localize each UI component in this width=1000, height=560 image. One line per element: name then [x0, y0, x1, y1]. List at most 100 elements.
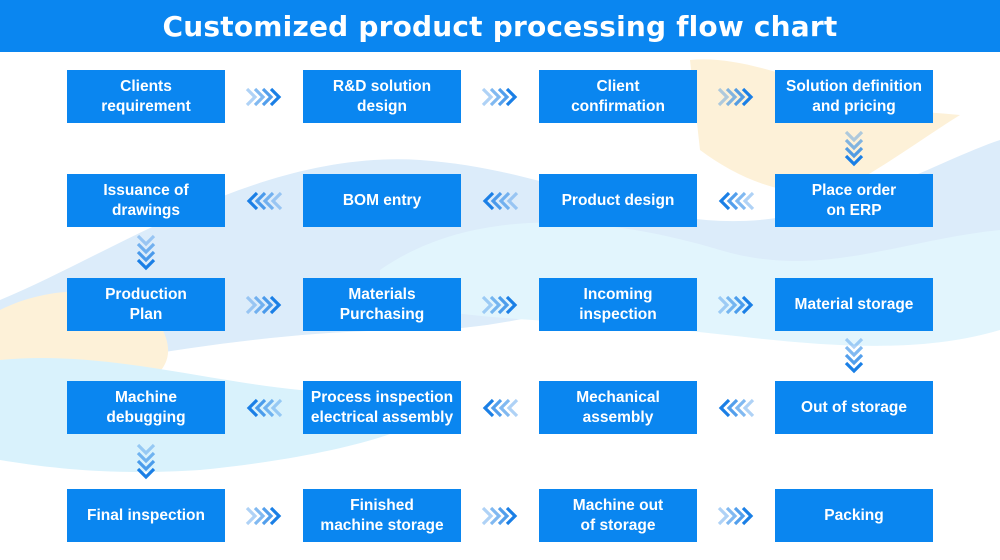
chevron-mark [254, 191, 267, 210]
arrow-right-icon [715, 294, 757, 321]
chevron-mark [261, 295, 274, 314]
arrow-right-icon [715, 505, 757, 532]
chevron-mark [245, 506, 258, 525]
chevron-mark [261, 87, 274, 106]
chevron-mark [481, 506, 494, 525]
chevron-mark [734, 398, 747, 417]
chevron-mark [481, 87, 494, 106]
chevron-mark [844, 130, 864, 142]
flow-step: Material storage [775, 278, 933, 331]
flow-step: Machine debugging [67, 381, 225, 434]
chevron-mark [844, 146, 864, 158]
chevron-mark [734, 191, 747, 210]
chevron-mark [498, 191, 511, 210]
chevron-mark [489, 295, 502, 314]
flow-step: Finished machine storage [303, 489, 461, 542]
arrow-left-icon [479, 190, 521, 217]
chevron-mark [844, 345, 864, 358]
flow-step: BOM entry [303, 174, 461, 227]
flow-step: Place order on ERP [775, 174, 933, 227]
title-bar: Customized product processing flow chart [0, 0, 1000, 52]
chevron-mark [506, 191, 519, 210]
arrow-down-icon [843, 128, 865, 175]
page-title: Customized product processing flow chart [162, 9, 838, 43]
arrow-left-icon [715, 190, 757, 217]
chevron-mark [481, 295, 494, 314]
arrow-right-icon [479, 86, 521, 113]
arrow-right-icon [243, 86, 285, 113]
chevron-mark [269, 506, 282, 525]
chevron-mark [262, 398, 275, 417]
chevron-mark [726, 398, 739, 417]
chevron-mark [844, 154, 864, 166]
chevron-mark [717, 295, 730, 314]
flow-step: Client confirmation [539, 70, 697, 123]
chevron-mark [490, 191, 503, 210]
chevron-mark [725, 295, 738, 314]
chevron-mark [253, 506, 266, 525]
arrow-right-icon [243, 505, 285, 532]
chevron-mark [717, 506, 730, 525]
chevron-mark [741, 87, 754, 106]
chevron-mark [718, 191, 731, 210]
arrow-right-icon [715, 86, 757, 113]
chevron-mark [136, 451, 156, 463]
chevron-mark [725, 87, 738, 106]
chevron-mark [742, 191, 755, 210]
flow-step: Machine out of storage [539, 489, 697, 542]
flow-step: R&D solution design [303, 70, 461, 123]
arrow-down-icon [135, 441, 157, 488]
chevron-mark [725, 506, 738, 525]
chevron-mark [844, 337, 864, 350]
chevron-mark [136, 250, 156, 262]
flow-step: Final inspection [67, 489, 225, 542]
wave-yellow-top [690, 59, 960, 193]
flow-step: Incoming inspection [539, 278, 697, 331]
flow-step: Production Plan [67, 278, 225, 331]
chevron-mark [489, 87, 502, 106]
chevron-mark [733, 295, 746, 314]
arrow-right-icon [479, 505, 521, 532]
chevron-mark [489, 506, 502, 525]
chevron-mark [245, 295, 258, 314]
chevron-mark [136, 467, 156, 479]
flow-step: Mechanical assembly [539, 381, 697, 434]
chevron-mark [254, 398, 267, 417]
arrow-left-icon [479, 397, 521, 424]
chevron-mark [246, 398, 259, 417]
chevron-mark [497, 87, 510, 106]
chevron-mark [741, 295, 754, 314]
chevron-mark [482, 191, 495, 210]
chevron-mark [742, 398, 755, 417]
chevron-mark [262, 191, 275, 210]
chevron-mark [136, 443, 156, 455]
chevron-mark [505, 295, 518, 314]
chevron-mark [269, 295, 282, 314]
chevron-mark [497, 506, 510, 525]
chevron-mark [253, 87, 266, 106]
flow-step: Materials Purchasing [303, 278, 461, 331]
chevron-mark [269, 87, 282, 106]
flow-step: Packing [775, 489, 933, 542]
arrow-down-icon [135, 232, 157, 279]
flow-step: Process inspection electrical assembly [303, 381, 461, 434]
chevron-mark [136, 258, 156, 270]
chevron-mark [497, 295, 510, 314]
flow-step: Issuance of drawings [67, 174, 225, 227]
chevron-mark [246, 191, 259, 210]
chevron-mark [505, 87, 518, 106]
chevron-mark [245, 87, 258, 106]
arrow-left-icon [243, 397, 285, 424]
chevron-mark [136, 234, 156, 246]
flow-step: Out of storage [775, 381, 933, 434]
chevron-mark [718, 398, 731, 417]
chevron-mark [844, 353, 864, 366]
chevron-mark [482, 398, 495, 417]
chevron-mark [844, 361, 864, 374]
chevron-mark [270, 398, 283, 417]
arrow-left-icon [243, 190, 285, 217]
chevron-mark [253, 295, 266, 314]
chevron-mark [733, 506, 746, 525]
chevron-mark [726, 191, 739, 210]
arrow-down-icon [843, 335, 865, 382]
